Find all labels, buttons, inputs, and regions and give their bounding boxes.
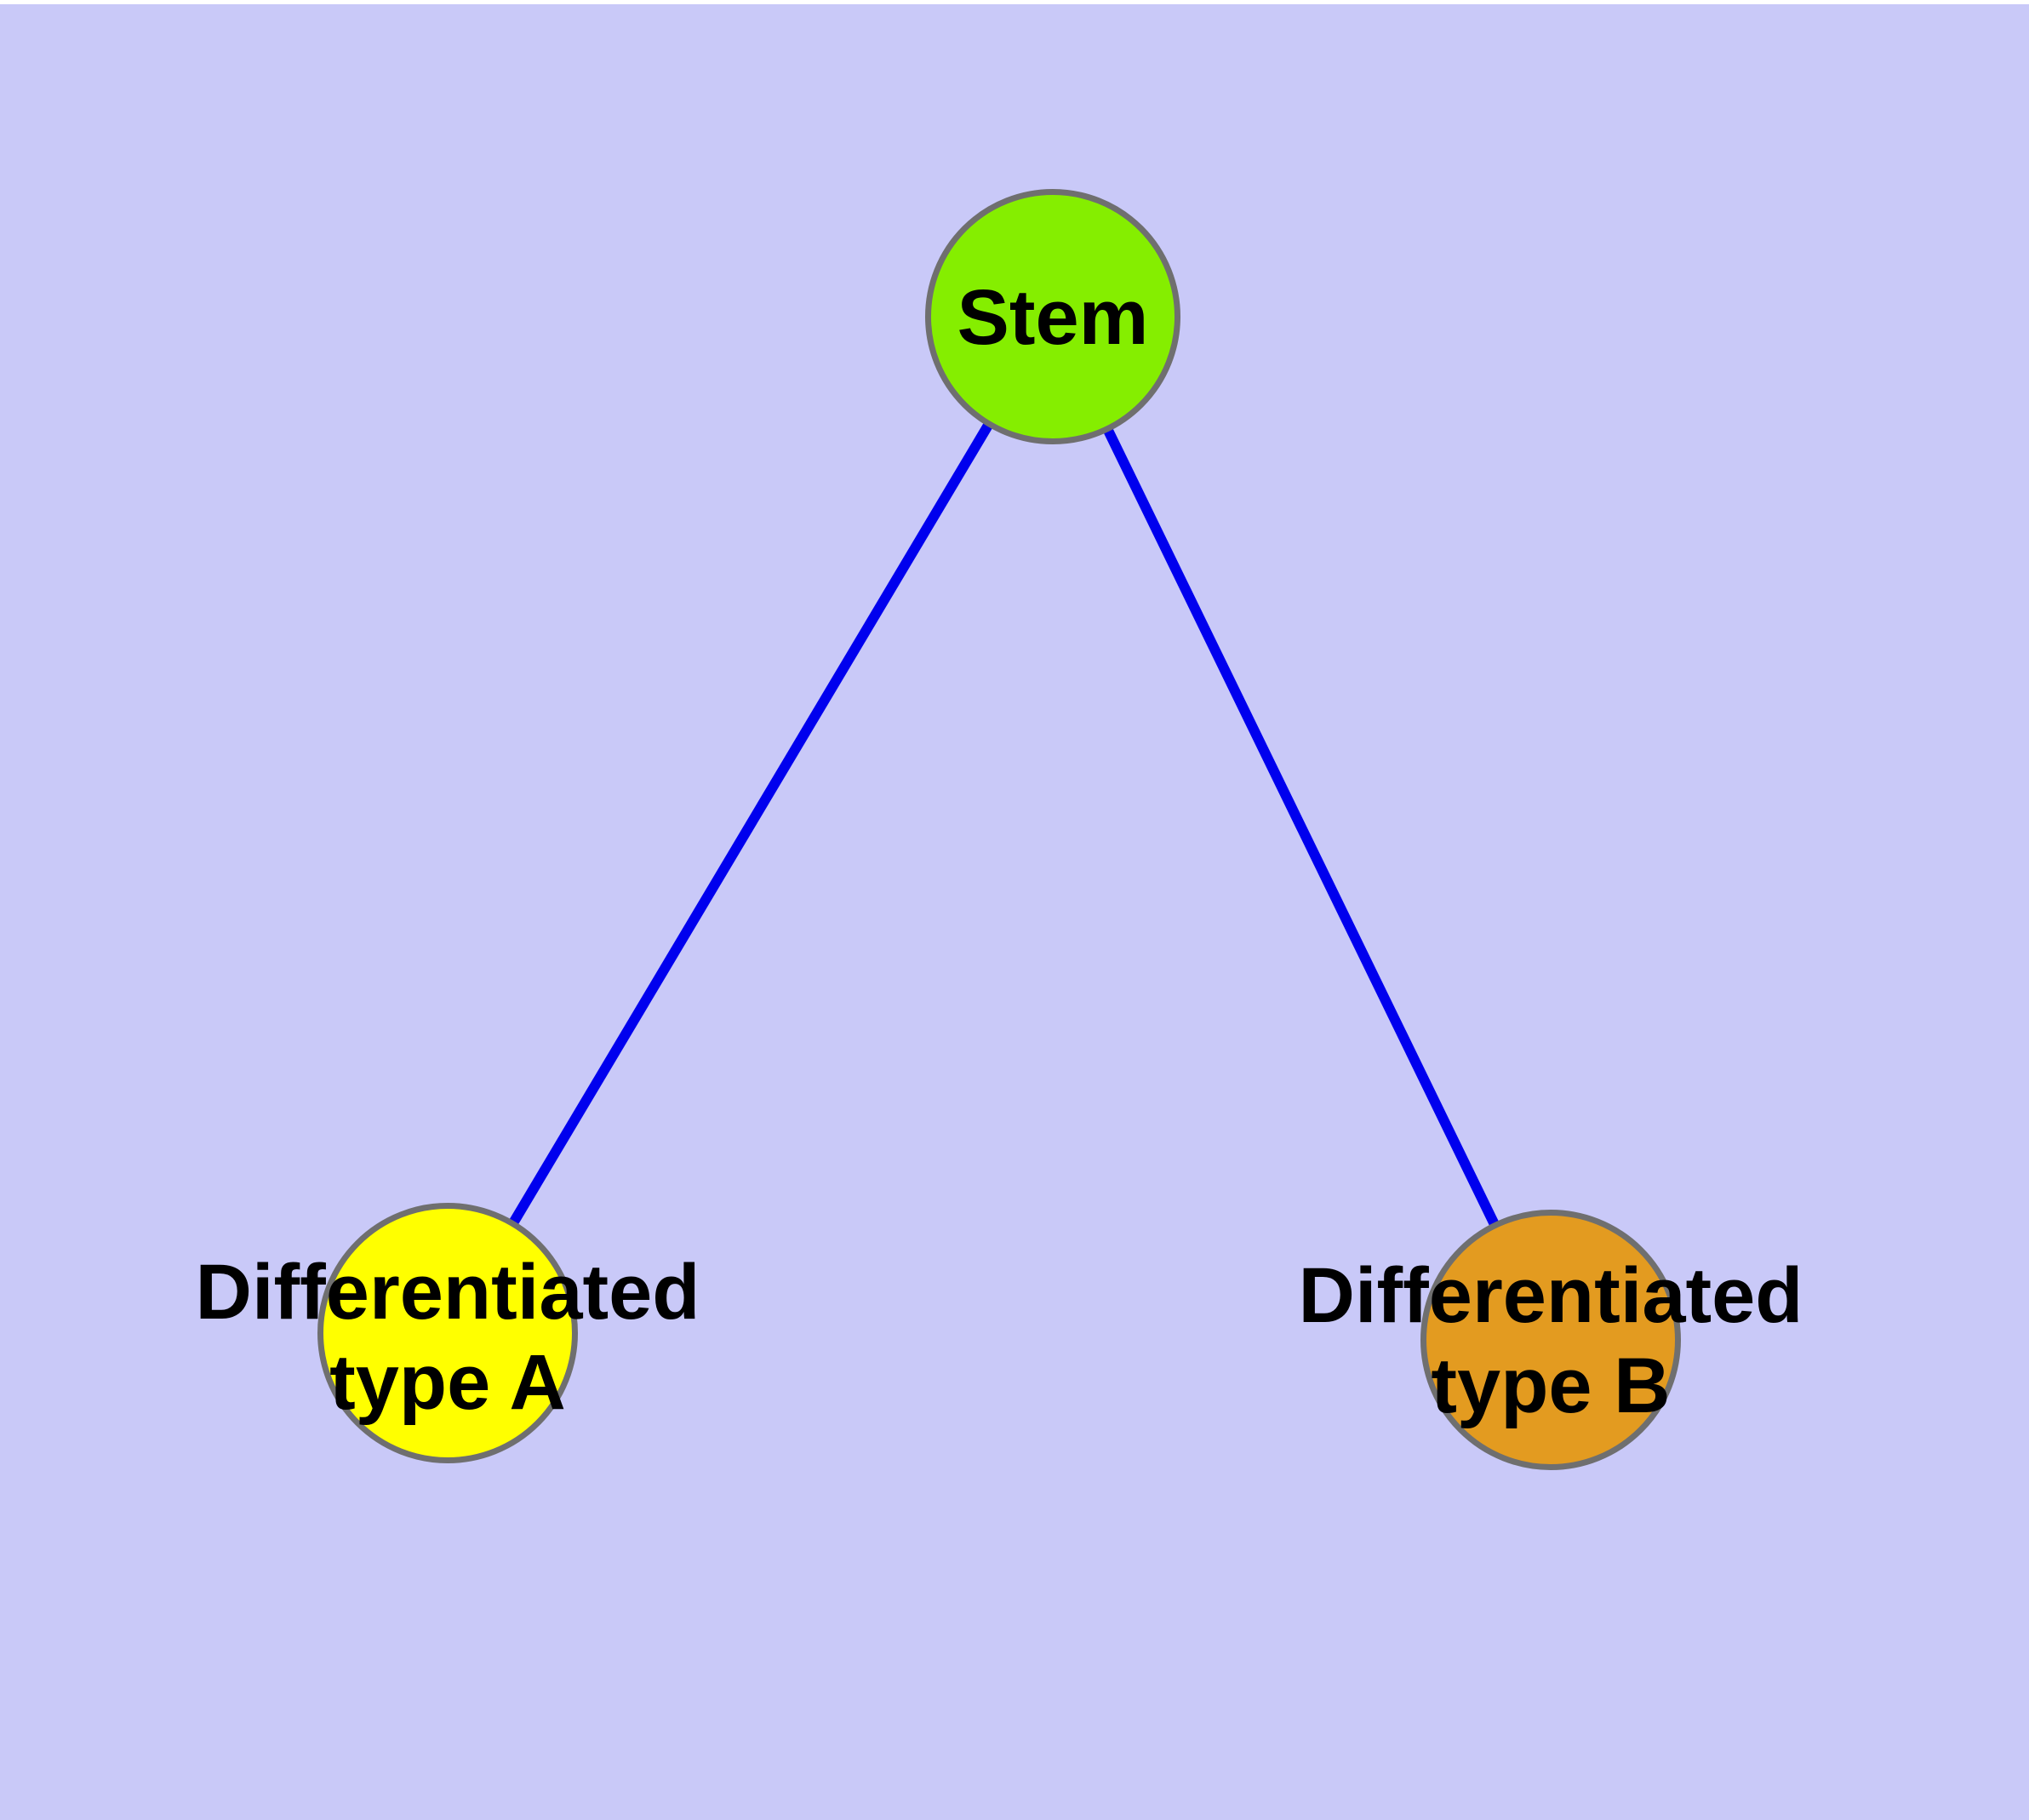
node-label-line2: type B — [1431, 1342, 1671, 1429]
node-label-differentiated-type-b: Differentiated type B — [1299, 1251, 1803, 1432]
node-stem — [925, 189, 1180, 444]
node-differentiated-type-b — [1420, 1210, 1681, 1470]
node-label-line1: Differentiated — [195, 1249, 700, 1336]
edge-stem-to-type-a — [443, 313, 1058, 1336]
node-differentiated-type-a — [317, 1203, 578, 1463]
node-label-line1: Differentiated — [1298, 1252, 1803, 1340]
edge-stem-to-type-b — [1048, 314, 1556, 1342]
node-label-differentiated-type-a: Differentiated type A — [196, 1248, 700, 1428]
node-label-line2: type A — [329, 1339, 566, 1426]
node-label-stem: Stem — [957, 274, 1149, 362]
